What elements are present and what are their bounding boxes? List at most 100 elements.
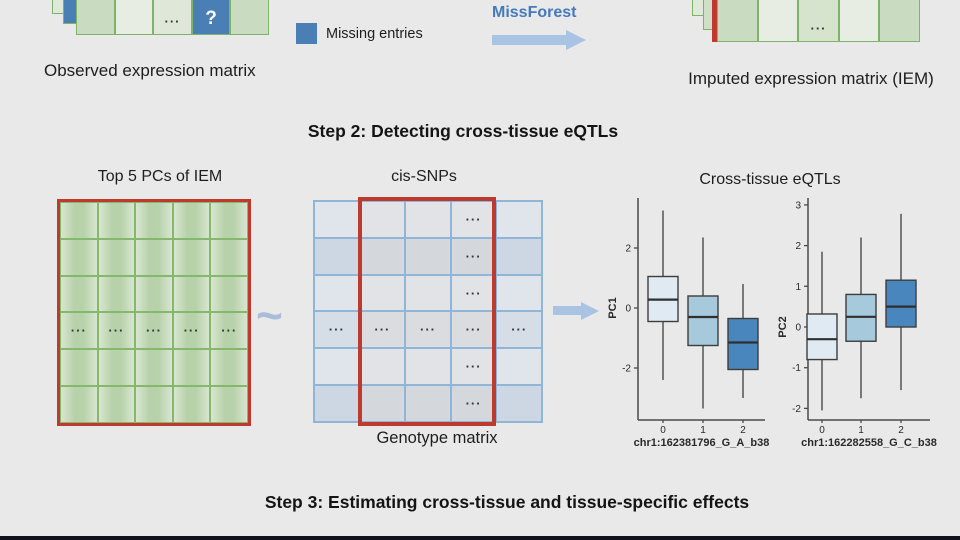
green-matrix-cell: ··· (135, 312, 173, 350)
genotype-grid: ··· ··· ··· ··· ··· ··· ··· ··· ··· ··· (313, 200, 543, 423)
missing-entries-swatch (296, 23, 317, 44)
green-matrix-cell (97, 349, 136, 387)
ellipsis: ··· (374, 322, 391, 338)
observed-expression-matrix: ···? (76, 0, 269, 35)
y-tick-label: 3 (795, 200, 801, 211)
genotype-cell: ··· (450, 201, 497, 238)
y-axis-label: PC1 (607, 297, 619, 318)
genotype-cell: ··· (450, 274, 497, 312)
green-matrix-cell (60, 349, 98, 387)
step2-title: Step 2: Detecting cross-tissue eQTLs (307, 121, 619, 141)
genotype-cell (496, 348, 542, 386)
genotype-cell (405, 237, 451, 275)
x-axis-label: chr1:162282558_G_C_b38 (801, 437, 937, 449)
genotype-cell (359, 348, 406, 386)
green-matrix-cell (210, 238, 248, 276)
ellipsis: ··· (465, 248, 482, 264)
eqtl-arrow-head (581, 301, 599, 320)
genotype-cell: ··· (450, 237, 497, 275)
eqtl-arrow (553, 306, 581, 315)
y-tick-label: 0 (625, 304, 631, 315)
imputed-matrix-label: Imputed expression matrix (IEM) (688, 69, 934, 88)
x-tick-label: 1 (858, 425, 864, 436)
genotype-cell (405, 385, 451, 422)
ellipsis: ··· (70, 323, 87, 339)
y-tick-label: -1 (792, 363, 801, 374)
cross-tissue-eqtls-label: Cross-tissue eQTLs (699, 171, 841, 188)
box (885, 279, 917, 328)
genotype-cell (405, 348, 451, 386)
green-matrix-cell: ··· (172, 312, 211, 350)
genotype-matrix-label: Genotype matrix (376, 429, 498, 447)
y-axis-label: PC2 (777, 316, 789, 337)
genotype-cell (314, 385, 360, 422)
green-matrix-cell (97, 202, 136, 239)
ellipsis: ··· (465, 211, 482, 227)
genotype-cell (359, 237, 406, 275)
missing-entries-label: Missing entries (326, 26, 423, 42)
matrix-cell (230, 0, 269, 35)
genotype-cell (314, 274, 360, 312)
ellipsis: ··· (465, 285, 482, 301)
green-matrix-cell: ··· (97, 312, 136, 350)
genotype-cell (359, 385, 406, 422)
green-matrix-cell (60, 386, 98, 423)
matrix-cell: ··· (153, 0, 192, 35)
y-tick-label: 0 (795, 323, 801, 334)
ellipsis: ··· (419, 322, 436, 338)
missing-entry-cell: ? (191, 0, 231, 35)
green-matrix-cell (135, 238, 173, 276)
y-tick-label: 1 (795, 282, 801, 293)
matrix-cell (76, 0, 115, 35)
green-matrix-cell: ··· (210, 312, 248, 350)
x-axis-label: chr1:162381796_G_A_b38 (634, 437, 770, 449)
green-matrix-cell (172, 275, 211, 313)
x-tick-label: 2 (740, 425, 746, 436)
observed-matrix-label: Observed expression matrix (44, 61, 256, 80)
green-matrix-cell (135, 386, 173, 423)
matrix-cell (717, 0, 758, 42)
x-tick-label: 0 (660, 425, 666, 436)
step3-title: Step 3: Estimating cross-tissue and tiss… (264, 492, 750, 512)
pcs-of-iem-label: Top 5 PCs of IEM (97, 168, 223, 185)
box (687, 295, 719, 347)
green-matrix-cell (97, 386, 136, 423)
ellipsis: ··· (108, 323, 125, 339)
missforest-arrow-head (566, 30, 586, 50)
ellipsis: ··· (183, 323, 200, 339)
green-matrix-cell (210, 202, 248, 239)
genotype-cell (314, 348, 360, 386)
ellipsis: ··· (465, 396, 482, 412)
green-matrix-cell (97, 275, 136, 313)
ellipsis: ··· (465, 359, 482, 375)
genotype-cell: ··· (450, 311, 497, 349)
y-tick-label: -2 (792, 404, 801, 415)
genotype-matrix: ··· ··· ··· ··· ··· ··· ··· ··· ··· ··· (313, 197, 543, 426)
genotype-cell (314, 237, 360, 275)
x-tick-label: 0 (819, 425, 825, 436)
y-tick-label: 2 (795, 241, 801, 252)
genotype-cell (314, 201, 360, 238)
genotype-cell: ··· (405, 311, 451, 349)
matrix-cell (838, 0, 880, 42)
green-matrix-cell (172, 238, 211, 276)
genotype-cell (496, 274, 542, 312)
y-tick-label: -2 (622, 364, 631, 375)
genotype-cell (496, 385, 542, 422)
missforest-label: MissForest (492, 4, 577, 21)
ellipsis: ··· (164, 14, 181, 29)
ellipsis: ··· (511, 322, 528, 338)
genotype-cell (405, 201, 451, 238)
genotype-cell: ··· (450, 385, 497, 422)
genotype-cell (496, 201, 542, 238)
green-matrix-cell (135, 349, 173, 387)
genotype-cell: ··· (314, 311, 360, 349)
cis-snps-label: cis-SNPs (391, 168, 457, 185)
missforest-arrow (492, 35, 566, 45)
box (727, 317, 759, 371)
ellipsis: ··· (221, 323, 238, 339)
genotype-cell (405, 274, 451, 312)
ellipsis: ··· (465, 322, 482, 338)
green-matrix-cell (60, 238, 98, 276)
